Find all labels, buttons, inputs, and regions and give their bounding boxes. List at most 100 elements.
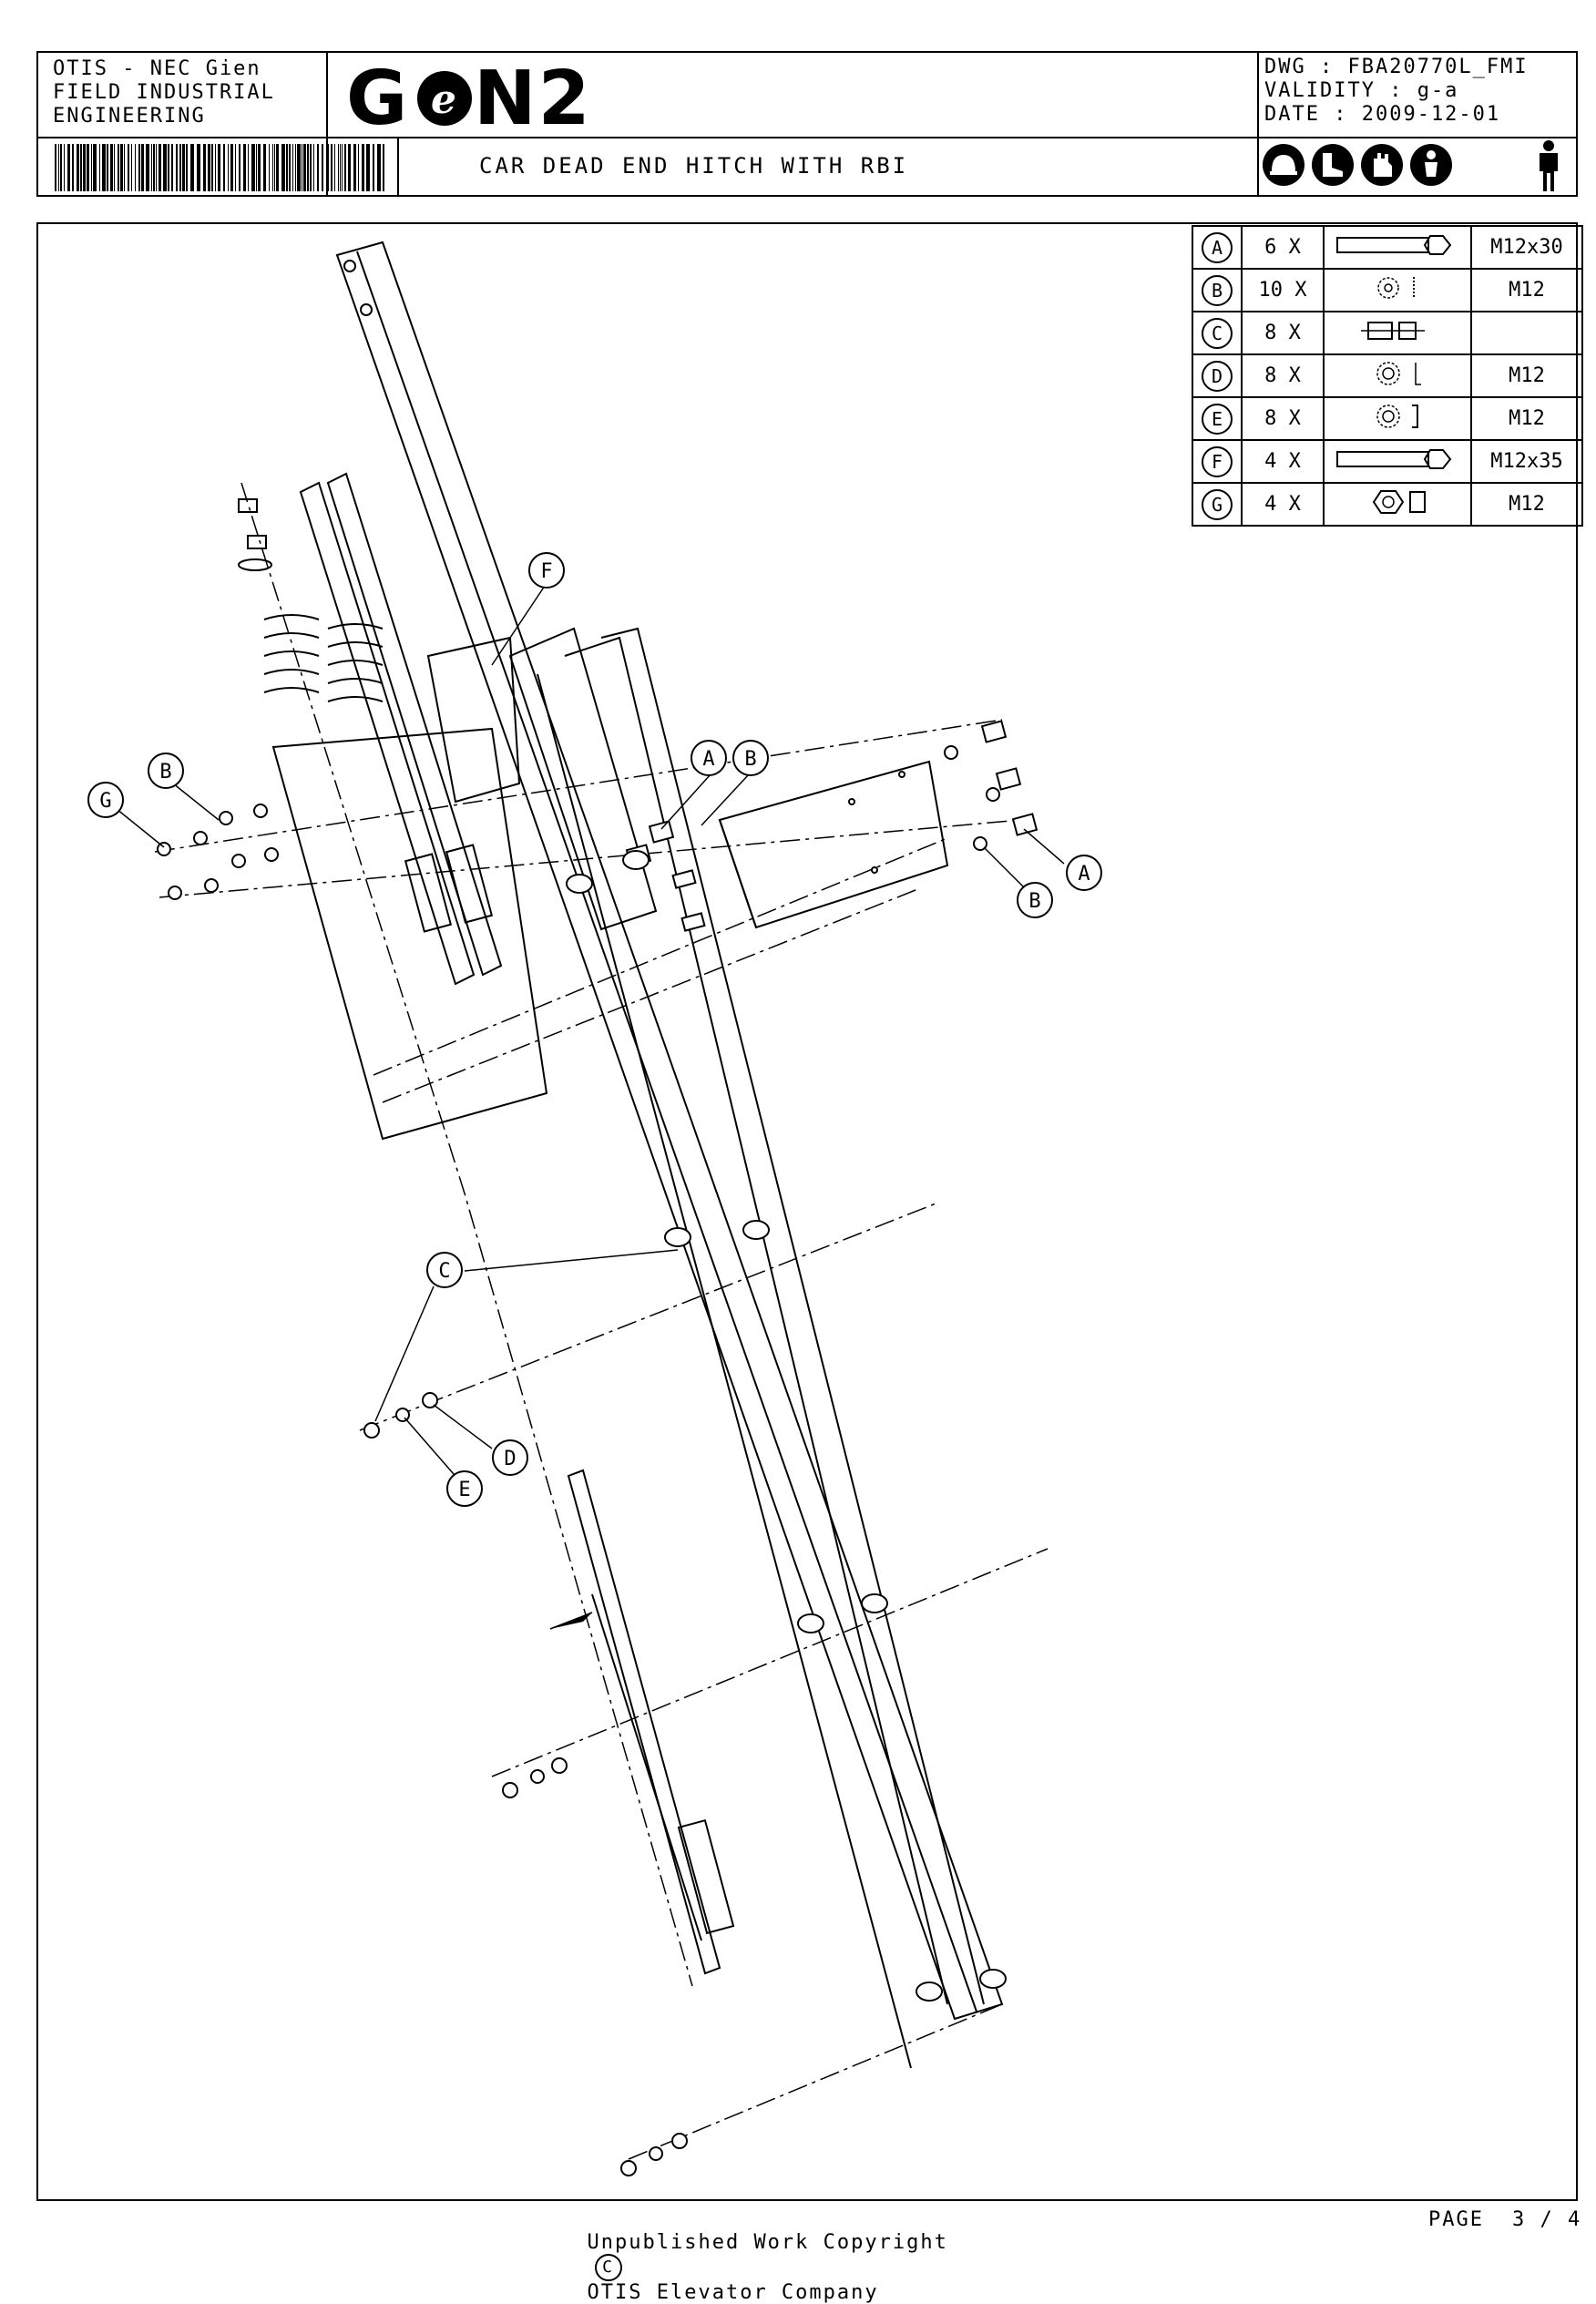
barcode-bar — [211, 144, 213, 191]
barcode-bar — [348, 144, 351, 191]
fasteners — [157, 720, 1038, 2176]
barcode-bar — [80, 144, 82, 191]
barcode-bar — [67, 144, 70, 191]
part-size: M12x30 — [1470, 225, 1583, 270]
part-ref-cell: A — [1192, 225, 1243, 270]
drawing-number: DWG : FBA20770L_FMI — [1264, 56, 1529, 78]
header-divider-v2 — [1257, 51, 1259, 197]
header-divider-v1 — [326, 51, 328, 197]
barcode-bar — [138, 144, 140, 191]
part-qty: 10 X — [1241, 268, 1325, 312]
barcode-bar — [93, 144, 97, 191]
part-size: M12 — [1470, 396, 1583, 441]
flat-washer-icon — [1323, 353, 1472, 398]
springs — [238, 498, 384, 702]
barcode-bar — [228, 144, 229, 191]
barcode-bar — [203, 144, 206, 191]
barcode — [53, 144, 390, 195]
barcode-bar — [83, 144, 86, 191]
barcode-bar — [272, 144, 273, 191]
company-line-3: ENGINEERING — [53, 105, 206, 128]
barcode-bar — [340, 144, 341, 191]
part-size: M12 — [1470, 482, 1583, 527]
barcode-bar — [153, 144, 155, 191]
header-frame — [36, 51, 1578, 197]
barcode-bar — [114, 144, 115, 191]
gen2-logo: G e N2 — [346, 53, 619, 152]
barcode-bar — [373, 144, 374, 191]
gloves-icon — [1361, 144, 1403, 186]
page-number: 3 / 4 — [1512, 2208, 1582, 2231]
barcode-bar — [120, 144, 123, 191]
drawing-title: CAR DEAD END HITCH WITH RBI — [479, 153, 909, 179]
svg-text:N2: N2 — [474, 56, 592, 135]
barcode-bar — [156, 144, 157, 191]
barcode-bar — [168, 144, 169, 191]
barcode-bar — [307, 144, 309, 191]
callout-b-mid: B — [732, 740, 769, 776]
washer-icon — [1323, 268, 1472, 312]
part-size — [1470, 311, 1583, 355]
part-ref-cell: D — [1192, 353, 1243, 398]
barcode-bar — [243, 144, 246, 191]
part-qty: 8 X — [1241, 396, 1325, 441]
barcode-bar — [159, 144, 161, 191]
barcode-bar — [362, 144, 364, 191]
boots-icon — [1312, 144, 1354, 186]
barcode-bar — [326, 144, 329, 191]
center-lines — [154, 482, 1049, 2160]
barcode-bar — [383, 144, 384, 191]
callout-b-right: B — [1017, 882, 1053, 918]
barcode-bar — [151, 144, 152, 191]
nut-icon — [1323, 482, 1472, 527]
bolt-icon — [1323, 439, 1472, 484]
date: DATE : 2009-12-01 — [1264, 103, 1501, 126]
company-line-1: OTIS - NEC Gien — [53, 57, 261, 80]
barcode-bar — [286, 144, 288, 191]
barcode-bar — [230, 144, 233, 191]
callout-a-mid: A — [691, 740, 727, 776]
helmet-icon — [1263, 144, 1304, 186]
barcode-bar — [239, 144, 240, 191]
harness-icon — [1410, 144, 1452, 186]
barcode-bar — [186, 144, 188, 191]
callout-e: E — [446, 1470, 483, 1507]
barcode-bar — [110, 144, 113, 191]
part-size: M12 — [1470, 268, 1583, 312]
lower-hitch-bar — [567, 1469, 735, 1975]
hitch-assembly — [271, 472, 548, 1141]
part-ref: A — [1202, 231, 1233, 263]
barcode-bar — [64, 144, 65, 191]
page-label: PAGE — [1428, 2208, 1484, 2231]
part-ref: C — [1202, 317, 1233, 349]
barcode-bar — [218, 144, 220, 191]
barcode-bar — [331, 144, 332, 191]
barcode-bar — [72, 144, 74, 191]
part-ref: D — [1202, 360, 1233, 392]
barcode-bar — [256, 144, 257, 191]
callout-b-left: B — [148, 753, 184, 789]
spring-washer-icon — [1323, 396, 1472, 441]
barcode-bar — [215, 144, 216, 191]
part-qty: 8 X — [1241, 311, 1325, 355]
part-ref: G — [1202, 488, 1233, 520]
copyright-text: Unpublished Work Copyright — [587, 2231, 948, 2254]
barcode-bar — [197, 144, 200, 191]
callout-c: C — [426, 1252, 463, 1288]
barcode-bar — [292, 144, 293, 191]
bolt-icon — [1323, 225, 1472, 270]
part-size: M12 — [1470, 353, 1583, 398]
barcode-bar — [358, 144, 359, 191]
part-ref-cell: E — [1192, 396, 1243, 441]
barcode-bar — [310, 144, 312, 191]
arrow-marker — [550, 1613, 592, 1629]
barcode-bar — [297, 144, 301, 191]
barcode-bar — [190, 144, 194, 191]
part-ref-cell: F — [1192, 439, 1243, 484]
barcode-bar — [77, 144, 79, 191]
